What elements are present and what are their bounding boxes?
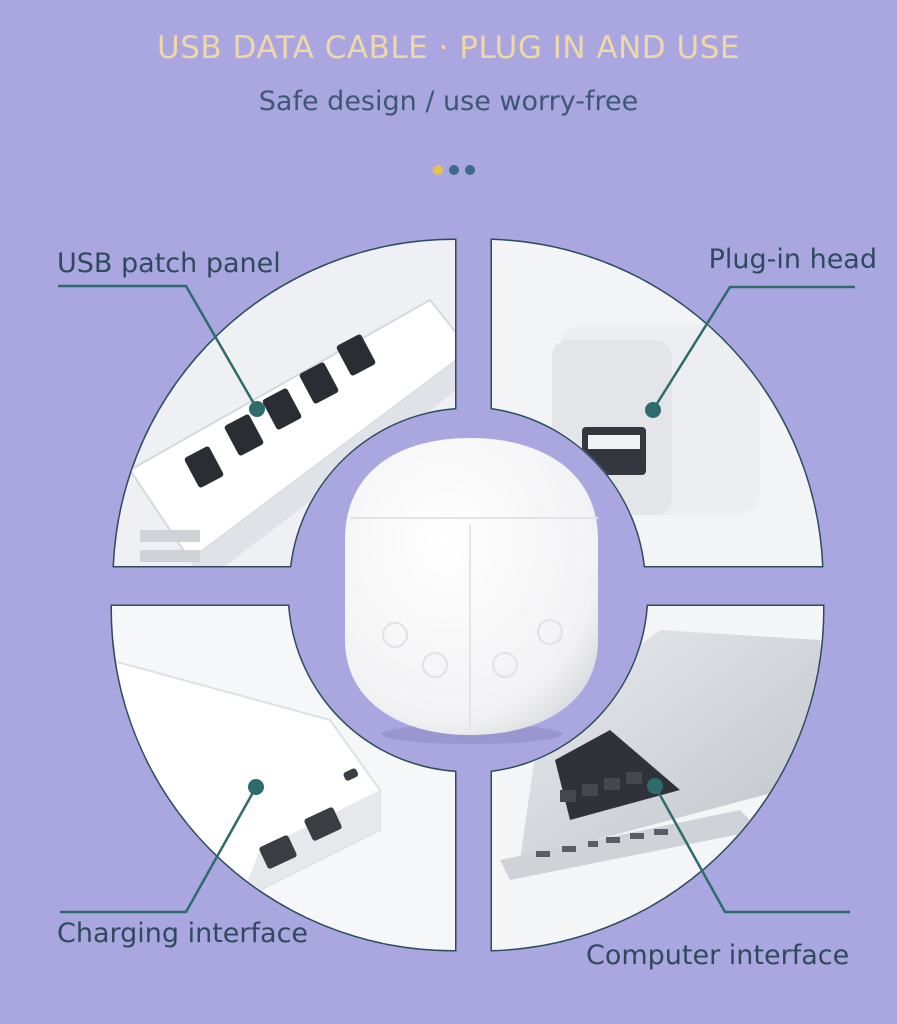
label-charging-interface: Charging interface (57, 918, 309, 949)
earbuds-case (345, 438, 598, 744)
label-usb-patch-panel: USB patch panel (57, 248, 281, 279)
callout-dot-plug-head (645, 402, 661, 418)
page-subtitle: Safe design / use worry-free (258, 86, 639, 117)
callout-line-charging (60, 786, 258, 914)
callout-dot-computer (647, 778, 663, 794)
pager-dot-active (433, 165, 443, 175)
pager-dot (465, 165, 475, 175)
label-computer-interface: Computer interface (586, 940, 850, 971)
callout-dot-usb-panel (249, 401, 265, 417)
pager-dots (433, 165, 475, 175)
pager-dot (449, 165, 459, 175)
callout-line-plug-head (651, 285, 855, 411)
callout-line-computer (653, 785, 850, 914)
page-title: USB DATA CABLE · PLUG IN AND USE (157, 30, 740, 66)
callout-dot-charging (248, 779, 264, 795)
callout-line-usb-panel (58, 284, 259, 410)
label-plug-in-head: Plug-in head (708, 244, 877, 275)
